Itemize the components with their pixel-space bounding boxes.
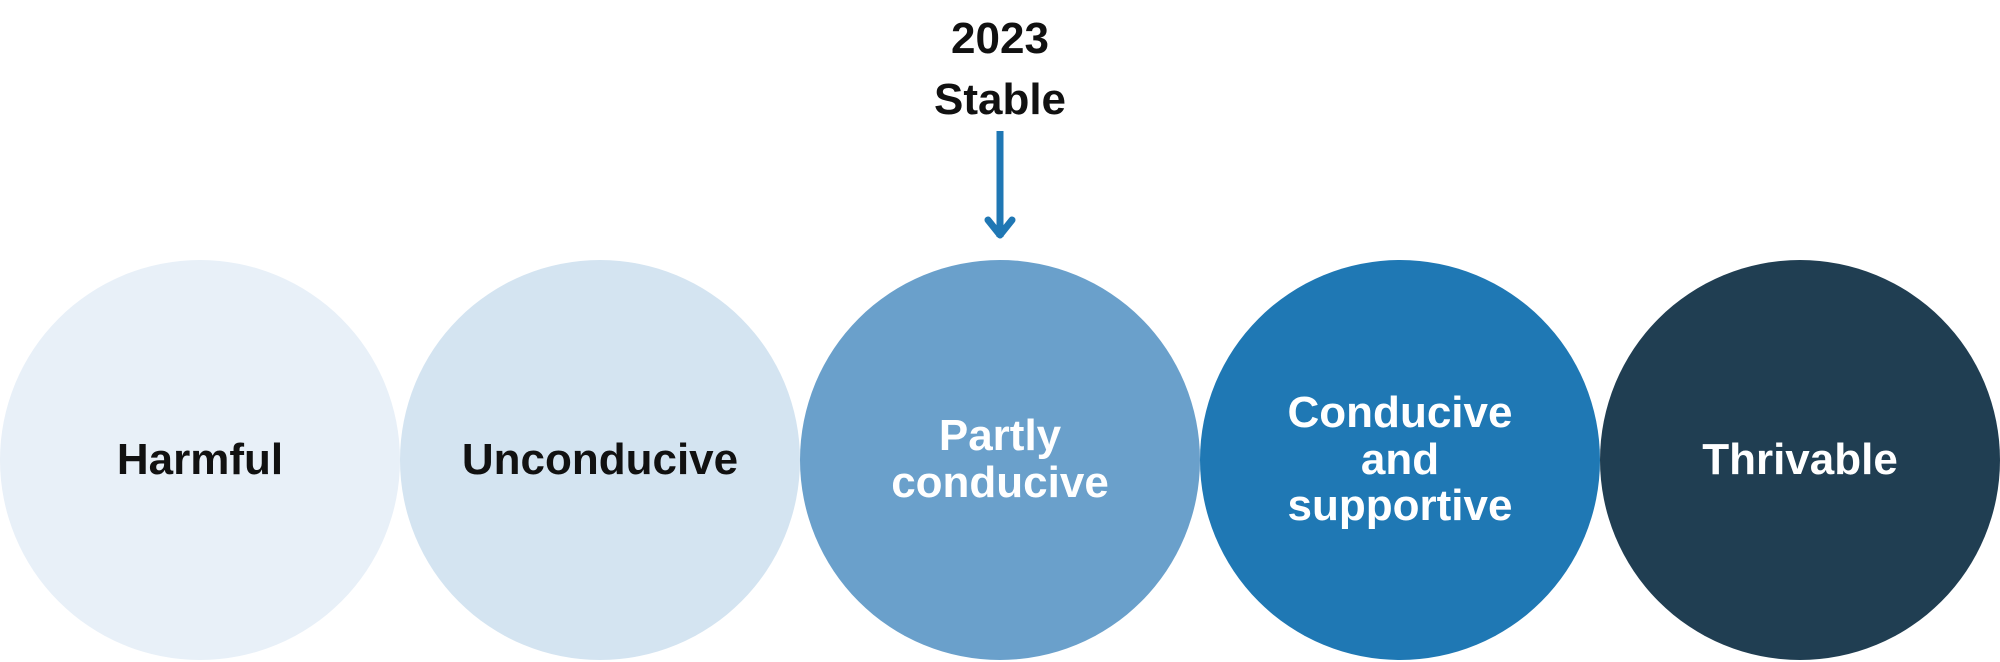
stage-scale: Harmful Unconducive Partly conducive Con…	[0, 260, 2000, 662]
stage-circle-harmful: Harmful	[0, 260, 400, 660]
stage-circle-conducive-and-supportive: Conducive and supportive	[1200, 260, 1600, 660]
marker-year: 2023	[951, 14, 1049, 63]
stage-circle-thrivable: Thrivable	[1600, 260, 2000, 660]
down-arrow-icon	[984, 131, 1016, 239]
stage-circle-partly-conducive: Partly conducive	[800, 260, 1200, 660]
stage-label: Harmful	[116, 434, 284, 484]
stage-label: Thrivable	[1702, 434, 1898, 484]
marker-status: Stable	[933, 75, 1067, 124]
stage-circle-unconducive: Unconducive	[400, 260, 800, 660]
stage-label: Conducive and supportive	[1287, 388, 1513, 531]
current-position-marker: 2023 Stable	[900, 0, 1100, 250]
stage-label: Unconducive	[461, 434, 739, 484]
stage-label: Partly conducive	[891, 411, 1109, 507]
arrow-head	[984, 216, 1016, 239]
